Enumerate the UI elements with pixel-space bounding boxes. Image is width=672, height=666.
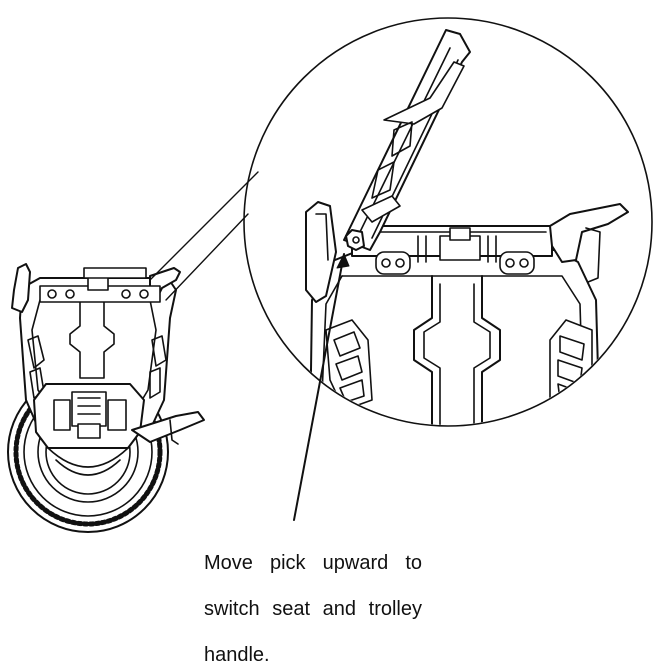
pointer-arrowhead — [336, 253, 350, 269]
detail-channel — [413, 275, 501, 425]
caption-line-1: Move pick upward to — [204, 552, 422, 574]
leader-line-bottom — [165, 213, 249, 301]
pointer-line — [293, 253, 345, 521]
detail-right-handle — [549, 203, 629, 263]
detail-left-handle — [305, 201, 337, 303]
leader-line-top — [149, 171, 259, 281]
caption-line-3: handle. — [204, 644, 270, 666]
pick-lever — [345, 229, 365, 251]
caption-line-2: switch seat and trolley — [204, 598, 422, 620]
unicycle-overview — [7, 263, 205, 533]
left-handle — [11, 263, 31, 313]
pedal-arm — [131, 411, 205, 443]
body-channel — [69, 299, 115, 379]
magnified-detail — [305, 29, 629, 425]
magnified-view-circle — [243, 17, 653, 427]
raised-seat-handle — [343, 29, 471, 251]
